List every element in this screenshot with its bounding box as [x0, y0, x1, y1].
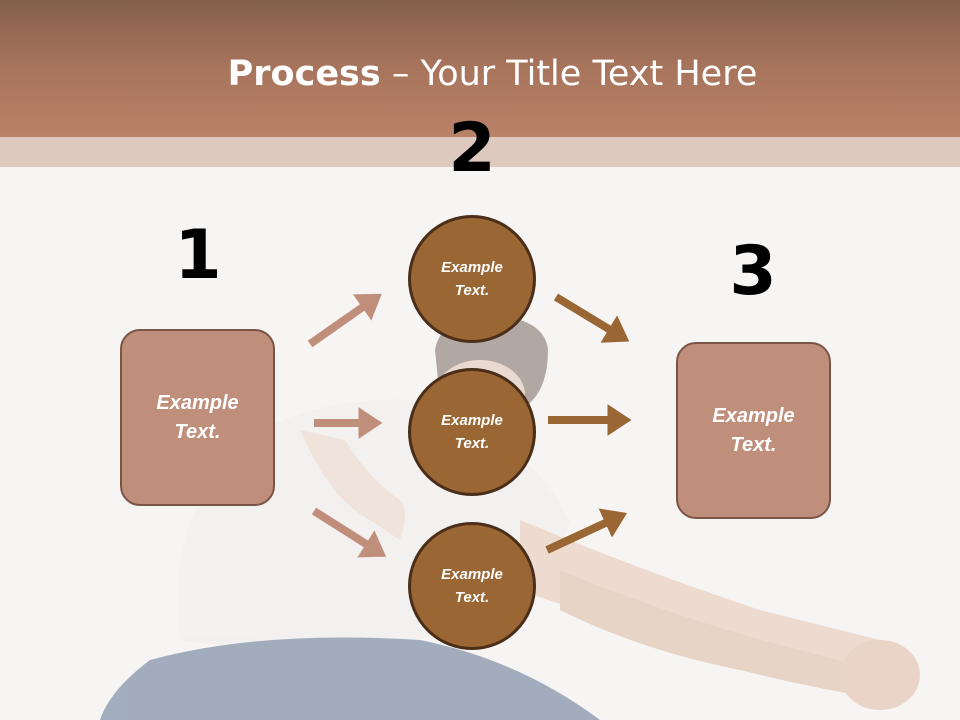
step-2-circle-top: Example Text. [408, 215, 536, 343]
title-bold: Process [227, 54, 381, 94]
step-3-text: Example Text. [712, 404, 795, 456]
step-2-circle-bottom: Example Text. [408, 522, 536, 650]
arrow-2a-to-3 [553, 293, 630, 343]
step-1-box: Example Text. [120, 329, 275, 506]
title-rest: – Your Title Text Here [380, 54, 758, 94]
step-2-number: 2 [448, 109, 496, 188]
title-bar-strip [0, 137, 960, 167]
arrow-2c-to-3 [545, 508, 628, 554]
step-2-circle-middle: Example Text. [408, 368, 536, 496]
title-bar [0, 0, 960, 137]
slide-title: Process – Your Title Text Here [0, 52, 960, 96]
step-3-number: 3 [729, 232, 777, 311]
step-1-text: Example Text. [156, 391, 239, 443]
step-2-circle-bottom-text: Example Text. [441, 566, 503, 606]
step-1-number: 1 [174, 216, 222, 295]
step-2-circle-top-text: Example Text. [441, 259, 503, 299]
step-3-box: Example Text. [676, 342, 831, 519]
arrow-1-to-2c [311, 507, 387, 558]
arrow-1-to-2a [307, 293, 382, 348]
step-2-circle-middle-text: Example Text. [441, 412, 503, 452]
